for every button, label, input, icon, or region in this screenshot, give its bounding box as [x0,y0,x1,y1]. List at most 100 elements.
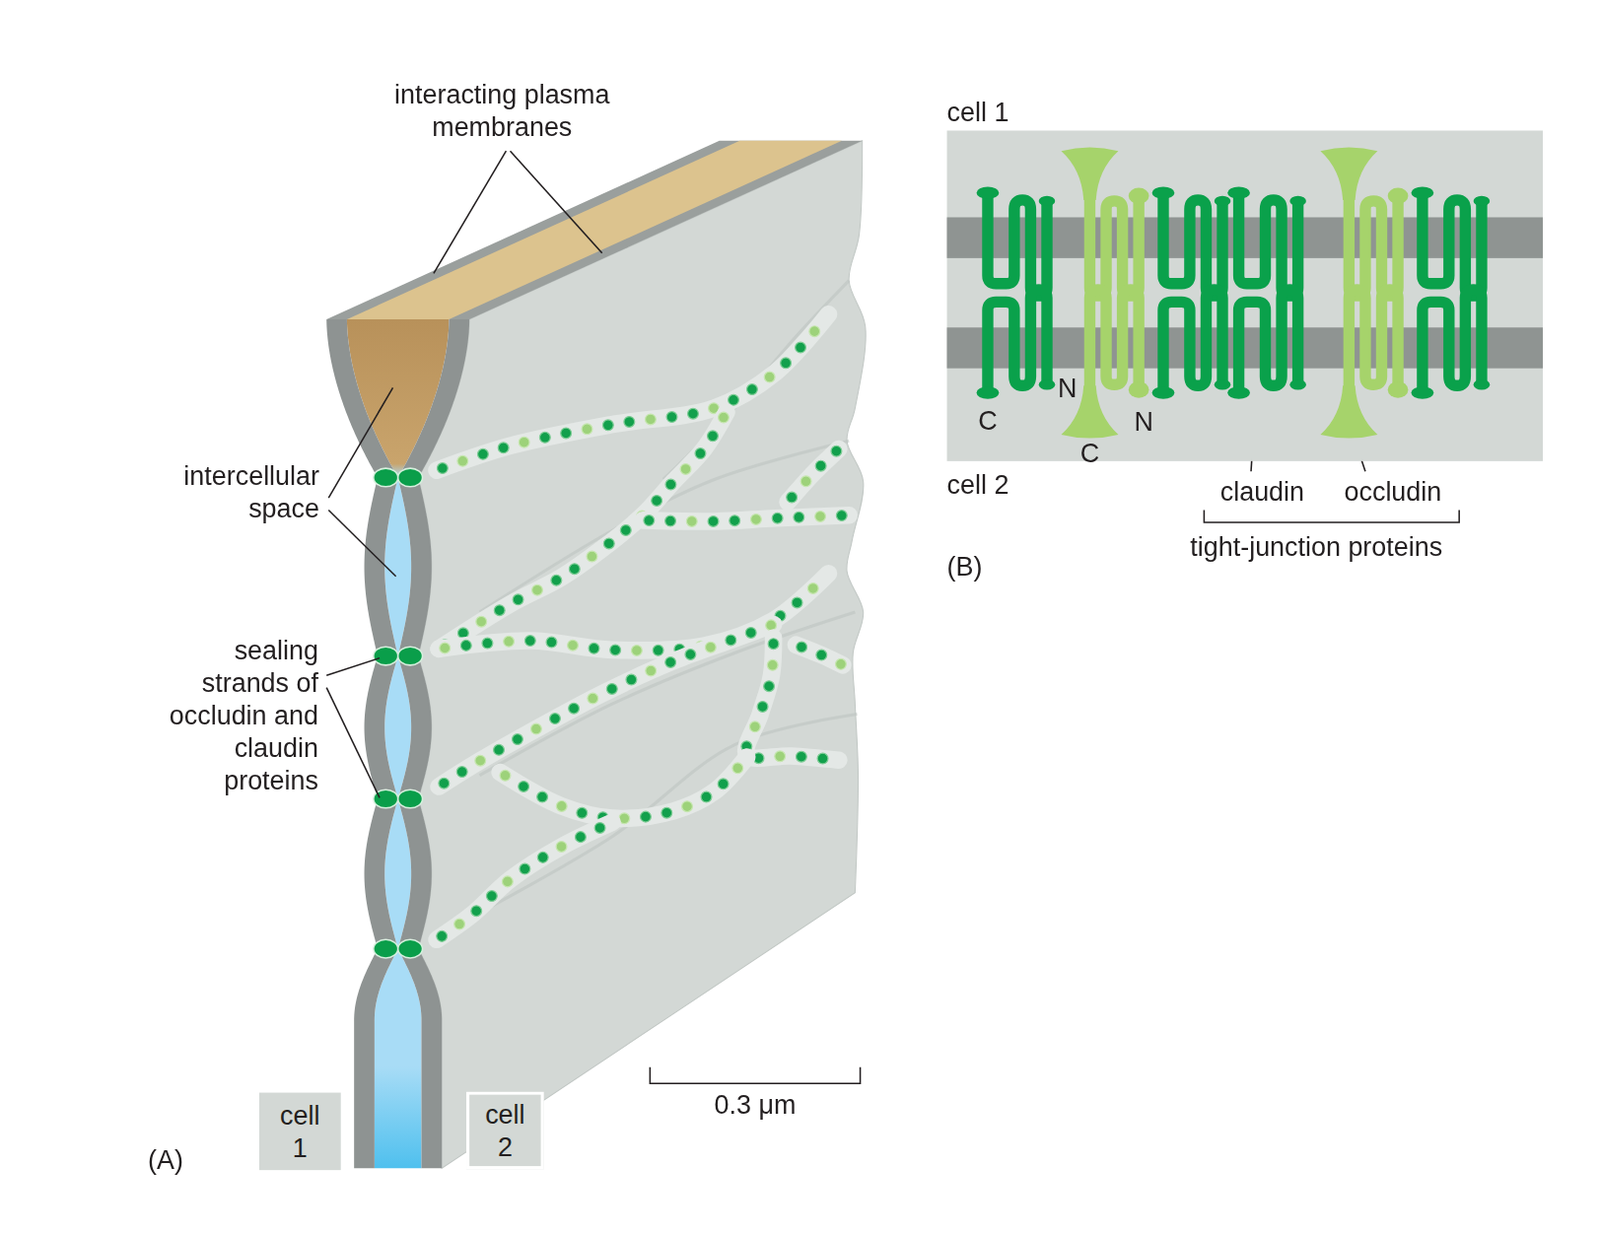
strand-band [499,757,747,819]
protein-dot [501,876,513,888]
protein-dot [707,430,719,442]
leader-line [328,510,396,577]
terminus-label: C [972,404,1003,437]
terminus-label: N [1051,371,1083,405]
protein-dot [551,574,562,586]
contact-protein [373,646,399,666]
protein-dot [519,863,531,875]
protein-dot [560,427,572,439]
protein-dot [645,665,657,677]
protein-dot [695,448,706,460]
claudin-terminus [1214,196,1232,207]
leader-line [326,658,380,677]
bracket [1203,510,1460,523]
claudin-terminus [1227,186,1251,199]
cell-name: cell 1 [271,1099,329,1165]
claudin-terminus [1289,196,1307,207]
protein-dot [568,702,580,714]
protein-dot [620,525,631,537]
protein-dot [796,641,808,653]
claudin-chain [1239,196,1299,296]
claudin-chain [1163,289,1223,390]
intercellular-space-top [347,140,842,320]
protein-dot [493,605,505,617]
junction-background [947,130,1543,461]
claudin-terminus [1152,186,1176,199]
protein-dot [556,841,567,853]
protein-dot [532,584,544,596]
claudin-protein [1227,289,1307,400]
strand-band [746,637,839,761]
protein-dot [594,823,606,835]
protein-dot [774,751,786,763]
panel-letter: (B) [947,550,983,583]
protein-dot [700,791,712,803]
contact-protein [373,468,399,487]
protein-label: occludin [1316,475,1469,508]
membrane-fold [479,440,849,613]
protein-dot [717,778,729,790]
scale-bar [649,1067,860,1085]
protein-dot [531,723,543,735]
protein-dot [471,905,483,917]
protein-dot [439,642,451,654]
protein-dot [643,515,655,527]
protein-dot [747,384,759,396]
claudin-terminus [1289,379,1307,390]
panel-b-illustration [947,130,1543,461]
claudin-chain [1163,196,1223,296]
protein-dot [645,414,657,425]
part-label: sealing strands of occludin and claudin … [149,633,319,798]
protein-dot [688,408,699,419]
protein-dot [835,658,847,670]
protein-dot [454,918,466,930]
protein-dot [725,634,737,646]
contact-protein [398,789,423,809]
strand-band [438,573,829,651]
claudin-chain [1239,289,1299,390]
panel-letter: (A) [147,1143,184,1177]
claudin-protein [976,289,1056,400]
claudin-protein [1152,186,1232,296]
protein-dot [682,801,694,813]
occludin-chain [1348,196,1398,296]
leader-line [433,150,506,274]
protein-dot [815,511,827,523]
occludin-terminus [1388,381,1409,399]
protein-dot [567,639,579,651]
protein-dot [482,637,493,649]
leader-line [328,387,393,498]
protein-dot [624,417,635,428]
protein-dot [576,807,588,819]
scale-label: 0.3 μm [673,1088,837,1121]
protein-dot [831,445,842,457]
protein-dot [796,751,808,763]
claudin-chain [987,196,1047,296]
claudin-terminus [976,386,1000,399]
occludin-chain [1089,196,1139,296]
protein-dot [665,479,677,490]
claudin-protein [1411,186,1491,296]
protein-dot [751,514,763,526]
protein-dot [475,755,487,766]
protein-dot [456,766,468,778]
protein-dot [518,436,530,448]
protein-dot [436,930,448,942]
protein-dot [652,644,664,656]
claudin-chain [987,289,1047,390]
protein-dot [809,326,821,338]
protein-dot [537,791,549,803]
protein-dot [729,515,741,527]
protein-dot [603,538,615,550]
protein-dot [512,594,524,606]
protein-dot [807,583,819,595]
contact-protein [398,646,423,666]
protein-dot [816,649,828,661]
protein-dot [610,644,622,656]
claudin-terminus [1411,186,1435,199]
strand-band [438,624,774,787]
protein-dot [786,491,798,503]
occludin-chain [1348,289,1398,390]
contact-protein [373,939,399,959]
leader-line [326,688,380,799]
